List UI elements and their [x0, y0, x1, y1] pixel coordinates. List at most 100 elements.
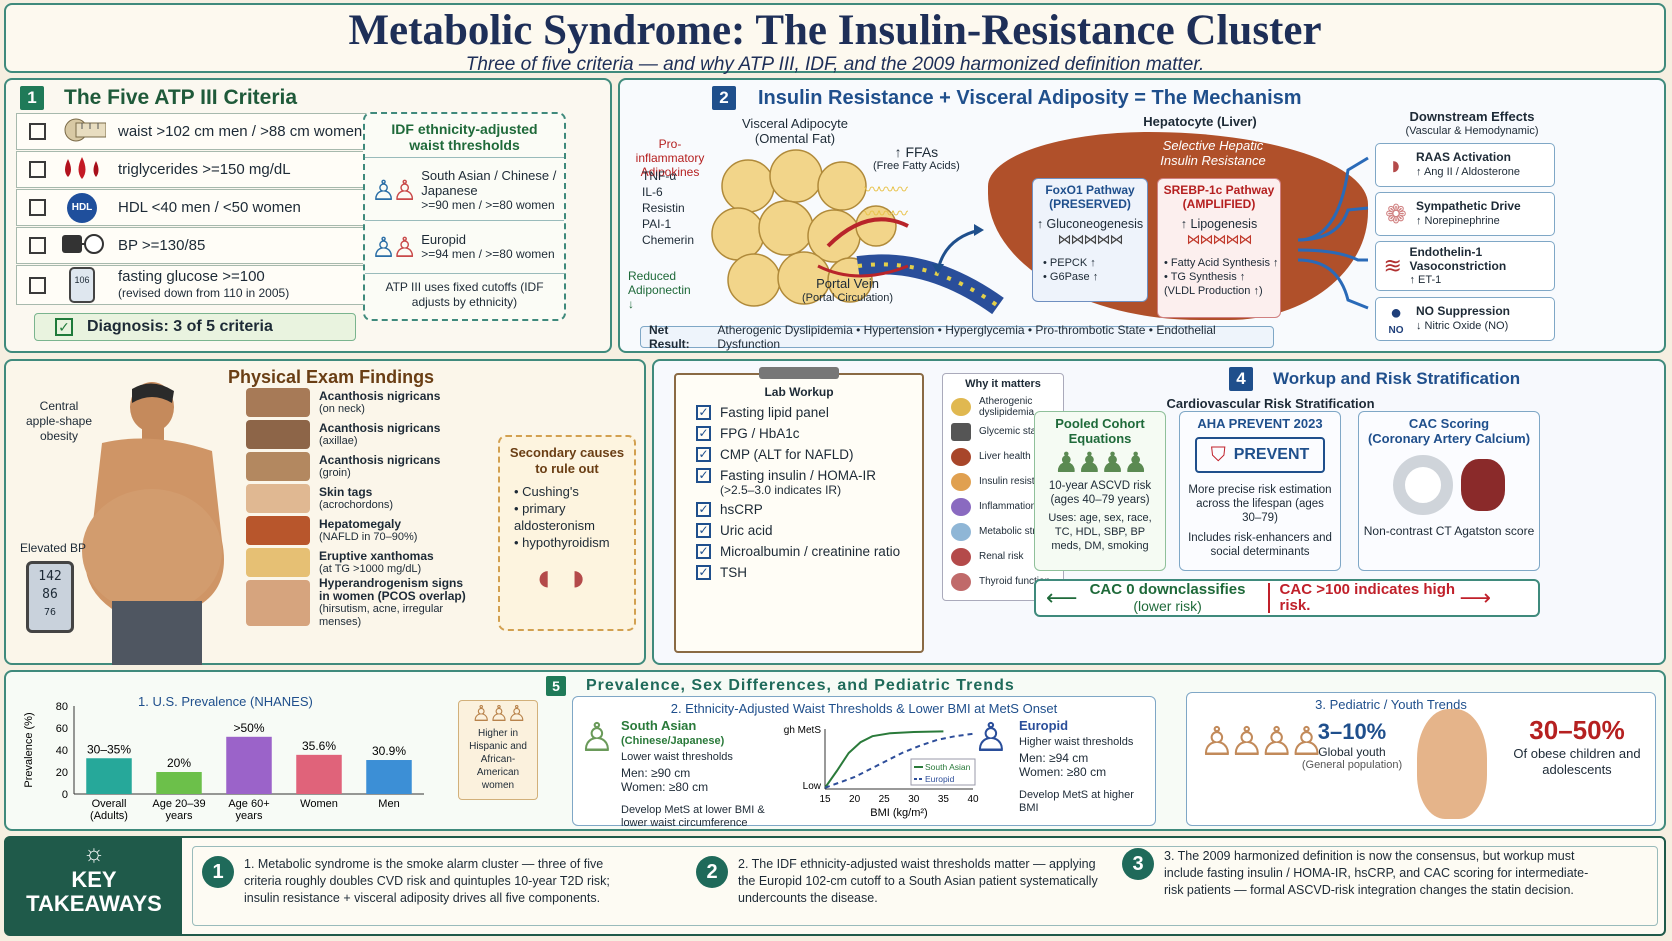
lab-item: ✓Uric acid — [696, 523, 922, 544]
x-tick-label: 40 — [967, 794, 979, 805]
foxo1-pathway-box: FoxO1 Pathway(PRESERVED) ↑ Gluconeogenes… — [1032, 178, 1148, 302]
thyroid-icon — [951, 572, 971, 591]
glucometer-icon — [951, 422, 971, 441]
x-tick-label: (Adults) — [90, 810, 128, 822]
pooled-cohort-card: Pooled Cohort Equations ♟♟♟♟ 10-year ASC… — [1034, 411, 1166, 571]
section-title: Insulin Resistance + Visceral Adiposity … — [758, 86, 1302, 109]
finding-item: Acanthosis nigricans(on neck) — [246, 387, 476, 418]
criterion-checkbox[interactable] — [29, 237, 46, 254]
page-title: Metabolic Syndrome: The Insulin-Resistan… — [348, 7, 1322, 54]
exam-title: Physical Exam Findings — [228, 367, 435, 387]
stress-icon — [951, 522, 971, 541]
lab-item: ✓CMP (ALT for NAFLD) — [696, 447, 922, 468]
women-icon: ♙♙♙ — [471, 701, 526, 726]
series-line — [824, 732, 974, 789]
arrow-left-icon: ⟵ — [1046, 585, 1078, 610]
finding-item: Acanthosis nigricans(groin) — [246, 451, 476, 482]
section-workup: Lab Workup ✓Fasting lipid panel ✓FPG / H… — [652, 359, 1666, 665]
section-number: 2 — [712, 86, 736, 110]
bar-value-label: 20% — [167, 756, 191, 770]
x-tick-label: 35 — [938, 794, 950, 805]
criterion-checkbox[interactable] — [29, 161, 46, 178]
finding-item: Hyperandrogenism signs in women (PCOS ov… — [246, 577, 476, 628]
bar — [226, 736, 272, 794]
x-tick-label: 30 — [908, 794, 920, 805]
population-icon: ♟♟♟♟ — [1053, 447, 1148, 478]
bar — [86, 758, 132, 794]
hispanic-note: ♙♙♙ Higher in Hispanic and African-Ameri… — [458, 700, 538, 800]
x-tick-label: 20 — [849, 794, 861, 805]
finding-item: Eruptive xanthomas(at TG >1000 mg/dL) — [246, 547, 476, 578]
arrow-right-icon: ⟶ — [1459, 585, 1492, 610]
idf-thresholds-box: IDF ethnicity-adjusted waist thresholds … — [363, 112, 566, 321]
lab-item: ✓Microalbumin / creatinine ratio — [696, 544, 922, 565]
bar-value-label: 35.6% — [302, 739, 336, 753]
lab-item: ✓TSH — [696, 565, 922, 586]
ffa-wave-icon: 〰〰〰〰〰〰 — [864, 182, 908, 223]
x-tick-label: Men — [378, 798, 399, 810]
brain-icon: ❁ — [1385, 198, 1407, 229]
lab-checkbox[interactable]: ✓ — [696, 426, 711, 441]
ffa-label: ↑ FFAs(Free Fatty Acids) — [873, 144, 960, 172]
lab-checkbox[interactable]: ✓ — [696, 523, 711, 538]
y-tick-label: 60 — [56, 723, 68, 735]
people-icon: ♙♙ — [371, 174, 417, 206]
lab-item: ✓hsCRP — [696, 502, 922, 523]
net-result-bar: Net Result:Atherogenic Dyslipidemia • Hy… — [640, 323, 1274, 351]
y-axis-top-label: High MetS — [783, 725, 821, 736]
arrows-to-effects — [1297, 156, 1369, 310]
criterion-waist[interactable]: waist >102 cm men / >88 cm women — [16, 113, 376, 150]
bar-value-label: 30–35% — [87, 742, 131, 756]
lab-checkbox[interactable]: ✓ — [696, 502, 711, 517]
page-header: Metabolic Syndrome: The Insulin-Resistan… — [4, 3, 1666, 75]
person-icon: ♙ — [579, 716, 615, 760]
criterion-checkbox[interactable] — [29, 123, 46, 140]
y-tick-label: 0 — [62, 789, 68, 801]
lab-checkbox[interactable]: ✓ — [696, 405, 711, 420]
legend-box — [910, 758, 976, 786]
lab-checkbox[interactable]: ✓ — [696, 544, 711, 559]
srebp1c-pathway-box: SREBP-1c Pathway(AMPLIFIED) ↑ Lipogenesi… — [1157, 178, 1281, 318]
dna-icon: ⋈⋈⋈⋈⋈ — [1057, 231, 1124, 247]
lab-item: ✓FPG / HbA1c — [696, 426, 922, 447]
section-title: Prevalence, Sex Differences, and Pediatr… — [586, 677, 1015, 694]
tape-measure-icon — [60, 117, 107, 147]
finding-item: Hepatomegaly(NAFLD in 70–90%) — [246, 515, 476, 546]
people-icon: ♙♙ — [371, 231, 417, 263]
kidney-icon: ◗ — [1388, 149, 1404, 180]
legend-label: Europid — [925, 774, 955, 784]
secondary-causes-box: Secondary causes to rule out • Cushing's… — [498, 435, 636, 631]
criterion-hdl[interactable]: HDL HDL <40 men / <50 women — [16, 189, 376, 226]
pediatric-panel: 3. Pediatric / Youth Trends ♙♙♙♙ 3–10% G… — [1186, 692, 1656, 826]
south-asian-info: South Asian (Chinese/Japanese) Lower wai… — [621, 718, 765, 830]
criterion-checkbox[interactable] — [29, 199, 46, 216]
lab-item: ✓Fasting lipid panel — [696, 405, 922, 426]
criterion-bp[interactable]: BP >=130/85 — [16, 227, 376, 264]
criterion-checkbox[interactable] — [29, 276, 46, 294]
section-atp-criteria: 1 The Five ATP III Criteria waist >102 c… — [4, 78, 612, 353]
y-tick-label: 20 — [56, 767, 68, 779]
patient-illustration — [82, 382, 224, 665]
criterion-glucose[interactable]: 106 fasting glucose >=100(revised down f… — [16, 265, 376, 305]
double-arrow-icon — [932, 224, 984, 274]
person-icon: ♙ — [973, 716, 1009, 760]
section-prevalence: 5 Prevalence, Sex Differences, and Pedia… — [4, 670, 1666, 831]
y-tick-label: 40 — [56, 745, 68, 757]
children-icon: ♙♙♙♙ — [1199, 720, 1324, 764]
inflammation-icon — [951, 497, 971, 516]
lab-checkbox[interactable]: ✓ — [696, 565, 711, 580]
lab-checkbox[interactable]: ✓ — [696, 447, 711, 462]
ethnicity-bmi-panel: 2. Ethnicity-Adjusted Waist Thresholds &… — [572, 696, 1156, 829]
section-number: 5 — [546, 676, 566, 696]
europid-info: Europid Higher waist thresholds Men: ≥94… — [1019, 718, 1134, 815]
diagnosis-badge: ✓ Diagnosis: 3 of 5 criteria — [34, 313, 356, 341]
bar-value-label: >50% — [233, 721, 264, 735]
lab-checkbox[interactable]: ✓ — [696, 468, 711, 483]
x-tick-label: Women — [300, 798, 338, 810]
prevent-logo: ⛉PREVENT — [1195, 437, 1325, 473]
criterion-triglycerides[interactable]: triglycerides >=150 mg/dL — [16, 151, 376, 188]
